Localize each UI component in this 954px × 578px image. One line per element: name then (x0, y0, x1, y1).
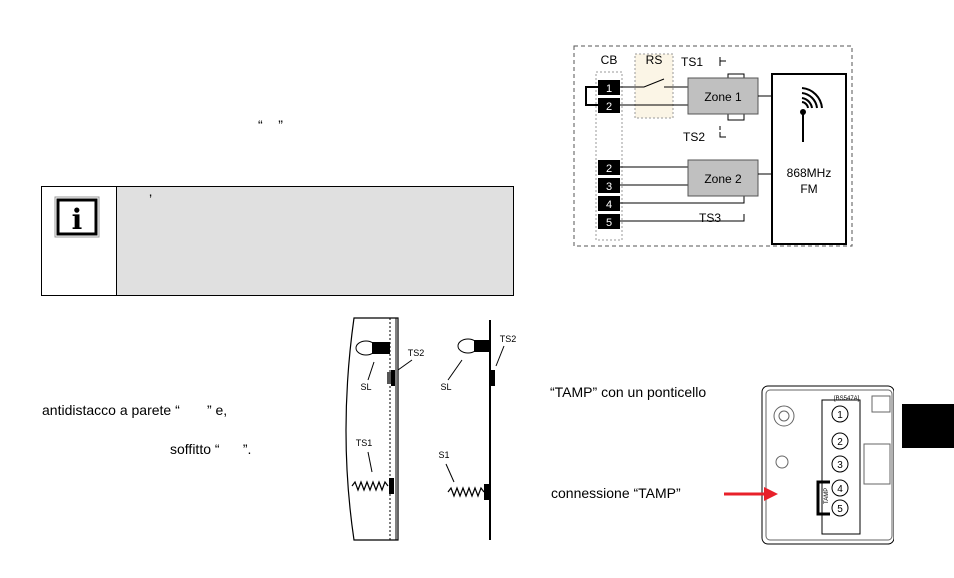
jumper (816, 480, 830, 516)
label-ts2-left: TS2 (408, 348, 425, 358)
zone2-label: Zone 2 (704, 172, 742, 186)
svg-text:i: i (72, 203, 83, 236)
label-ts2: TS2 (683, 130, 705, 144)
terminal-3: 3 (606, 181, 612, 193)
terminal-2: 2 (606, 101, 612, 113)
block-diagram: CB RS 1 2 2 3 4 5 TS1 TS2 Zone 1 Zone 2 … (573, 45, 853, 247)
info-callout: i ’ (41, 186, 514, 296)
soffitto-text: soffitto “ ”. (170, 441, 252, 457)
label-rs: RS (646, 53, 663, 67)
callout-text: ’ (149, 191, 153, 207)
board-terminal-5: 5 (837, 504, 843, 515)
label-sl-right: SL (440, 382, 451, 392)
freq-label: 868MHz (787, 166, 832, 180)
board-terminal-1: 1 (837, 410, 843, 421)
connessione-text: connessione “TAMP” (551, 485, 681, 501)
board-side-label: TAMP (824, 488, 830, 504)
tamp-text: “TAMP” con un ponticello (550, 384, 707, 400)
label-ts1: TS1 (681, 55, 703, 69)
section-tab (902, 404, 954, 448)
callout-body: ’ (117, 187, 513, 295)
info-icon-cell: i (42, 187, 117, 295)
label-ts2-right: TS2 (500, 334, 517, 344)
antenna-icon (801, 87, 823, 109)
label-ts3: TS3 (699, 211, 721, 225)
terminal-4: 4 (606, 199, 612, 211)
board-terminal-2: 2 (837, 437, 843, 448)
board-terminal-3: 3 (837, 460, 843, 471)
label-cb: CB (601, 53, 618, 67)
terminal-2b: 2 (606, 163, 612, 175)
label-s1-right: S1 (438, 450, 449, 460)
info-icon: i (54, 196, 100, 238)
board-label: [BS547A] (834, 396, 860, 402)
terminal-5: 5 (606, 217, 612, 229)
tamper-diagram: SL TS2 TS1 SL TS2 S1 (345, 317, 517, 541)
label-ts1-left: TS1 (356, 438, 373, 448)
mod-label: FM (800, 182, 817, 196)
terminal-1: 1 (606, 83, 612, 95)
board-terminal-4: 4 (837, 484, 843, 495)
board-diagram: [BS547A] 1 2 3 4 5 TAMP (761, 385, 894, 545)
quote-text: “ ” (258, 117, 283, 133)
antidistacco-text: antidistacco a parete “ ” e, (42, 402, 228, 418)
red-arrow-icon (724, 487, 778, 501)
zone1-label: Zone 1 (704, 90, 742, 104)
label-sl-left: SL (360, 382, 371, 392)
